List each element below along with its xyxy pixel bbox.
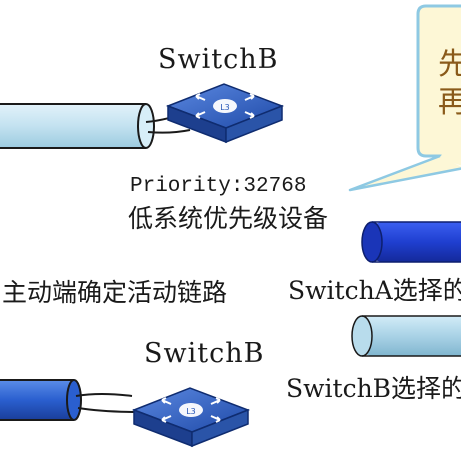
svg-text:L3: L3 bbox=[186, 407, 196, 416]
bottom-switch-label: SwitchB bbox=[144, 338, 265, 369]
priority-label: Priority:32768 bbox=[130, 175, 307, 198]
legend-label-switcha: SwitchA选择的 bbox=[288, 276, 461, 305]
switch-icon: L3 bbox=[165, 83, 285, 144]
switch-icon: L3 bbox=[131, 387, 251, 448]
bottom-link-cable bbox=[0, 379, 141, 421]
active-link-rule-label: 主动端确定活动链路 bbox=[2, 278, 228, 307]
legend-label-switchb: SwitchB选择的 bbox=[286, 374, 461, 403]
callout-bubble bbox=[348, 4, 461, 192]
low-priority-device-label: 低系统优先级设备 bbox=[128, 204, 329, 233]
callout-line-1: 先 bbox=[438, 47, 461, 82]
svg-text:L3: L3 bbox=[220, 103, 230, 112]
top-switch-label: SwitchB bbox=[158, 44, 279, 75]
legend-swatch-dark bbox=[361, 221, 461, 263]
top-link-cable bbox=[0, 103, 191, 149]
legend-swatch-light bbox=[351, 315, 461, 357]
callout-line-2: 再 bbox=[438, 85, 461, 120]
